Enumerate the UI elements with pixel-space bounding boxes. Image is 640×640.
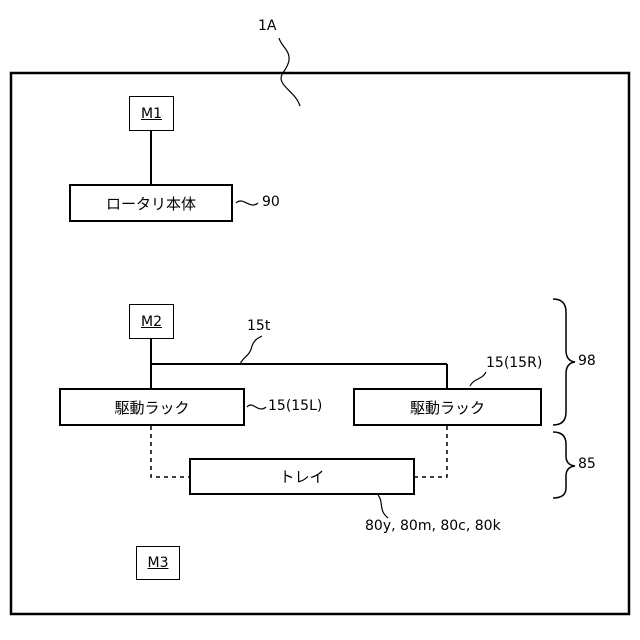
group-lower-ref: 85 (578, 456, 596, 472)
tray-box: トレイ (189, 458, 415, 495)
group-upper-ref: 98 (578, 353, 596, 369)
motor-m2: M2 (129, 304, 174, 339)
rack-left-leader (247, 405, 266, 409)
motor-m3-label: M3 (148, 555, 169, 571)
outer-frame (11, 73, 629, 614)
motor-m2-label: M2 (141, 314, 162, 330)
brace-98 (553, 299, 575, 425)
rotary-body-label: ロータリ本体 (106, 193, 196, 214)
motor-m1: M1 (129, 96, 174, 131)
drive-rack-left-box: 駆動ラック (59, 388, 245, 426)
motor-m3: M3 (136, 546, 180, 580)
rack-right-ref: 15(15R) (486, 355, 542, 371)
tray-ref: 80y, 80m, 80c, 80k (365, 518, 501, 534)
tray-label: トレイ (279, 466, 324, 487)
rack-right-leader (470, 372, 486, 386)
rotary-body-ref: 90 (262, 194, 280, 210)
rotary-leader (236, 201, 258, 205)
brace-85 (553, 432, 575, 498)
tray-leader (378, 495, 388, 518)
dashed-link-right (415, 426, 447, 477)
dashed-link-left (151, 426, 189, 477)
drive-rack-left-label: 駆動ラック (114, 397, 189, 418)
motor-m1-label: M1 (141, 106, 162, 122)
drive-rack-right-box: 駆動ラック (353, 388, 542, 426)
shaft-leader (240, 336, 262, 364)
rotary-body-box: ロータリ本体 (69, 184, 233, 222)
shaft-ref: 15t (247, 318, 270, 334)
drive-rack-right-label: 駆動ラック (410, 397, 485, 418)
frame-ref-label: 1A (258, 18, 276, 34)
rack-left-ref: 15(15L) (268, 398, 322, 414)
